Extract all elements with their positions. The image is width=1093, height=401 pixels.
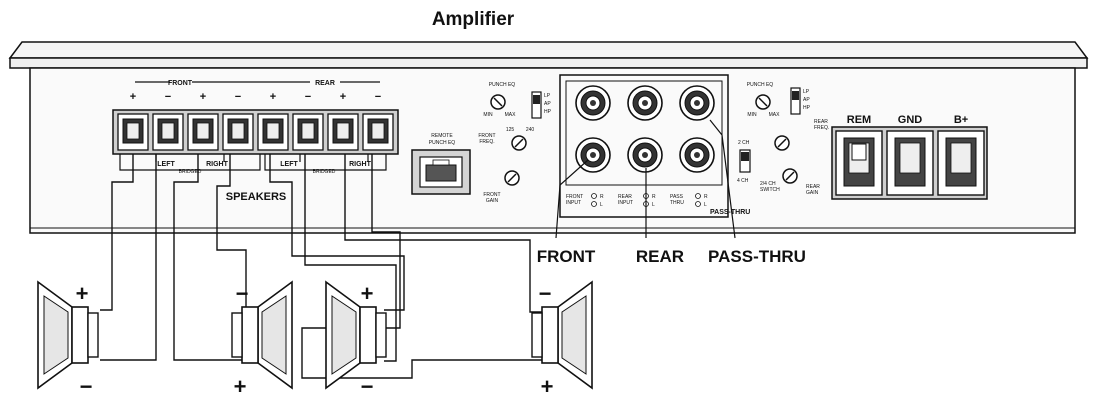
left-switch-opt-0: LP [544, 93, 551, 99]
punch-eq-right-label: PUNCH EQ [747, 82, 774, 88]
speaker-1: +− [37, 280, 99, 399]
right-switch-opt-0: LP [803, 89, 810, 95]
rear-xover-switch[interactable] [790, 87, 801, 115]
terminal-sign-2: − [165, 91, 171, 103]
right-switch-opt-2: HP [803, 105, 811, 111]
left-switch-opt-2: HP [544, 109, 552, 115]
speakers: +−−++−−+ [37, 280, 593, 399]
min-right-label: MIN [747, 112, 757, 118]
speaker-terminal-6[interactable] [292, 113, 324, 151]
rear-left-label: LEFT [280, 161, 298, 168]
speaker-wires [100, 154, 548, 379]
front-l: L [600, 202, 603, 208]
bplus-terminal[interactable] [937, 130, 985, 196]
pass-thru-caption: PASS-THRU [710, 209, 750, 216]
speaker-4-bottom-polarity: + [541, 374, 554, 399]
rem-terminal[interactable] [835, 130, 883, 196]
min-left-label: MIN [483, 112, 493, 118]
rem-label: REM [847, 114, 871, 126]
speaker-4: −+ [531, 280, 593, 399]
speaker-2: −+ [231, 280, 293, 399]
terminal-sign-6: − [305, 91, 311, 103]
rear-l: L [652, 202, 655, 208]
rear-group-label: REAR [315, 80, 335, 87]
front-left-label: LEFT [157, 161, 175, 168]
bridged-rear-label: BRIDGED [313, 169, 336, 175]
speaker-1-bottom-polarity: − [80, 374, 93, 399]
rear-right-label: RIGHT [349, 161, 372, 168]
rca-jack-1-1[interactable] [575, 85, 611, 121]
rca-jack-2-2[interactable] [627, 137, 663, 173]
front-right-label: RIGHT [206, 161, 229, 168]
right-switch-opt-1: AP [803, 97, 810, 103]
front-freq-scale-b: 240 [526, 127, 535, 133]
speaker-terminal-7[interactable] [327, 113, 359, 151]
terminal-sign-8: − [375, 91, 381, 103]
speakers-label: SPEAKERS [226, 191, 287, 203]
callout-rear: REAR [636, 247, 684, 266]
terminal-sign-1: + [130, 91, 136, 103]
rca-jack-1-3[interactable] [679, 85, 715, 121]
speaker-2-bottom-polarity: + [234, 374, 247, 399]
speaker-terminal-1[interactable] [117, 113, 149, 151]
speaker-terminal-block: FRONT REAR + − + − + − + − LEFT RIGHT LEFT RIGH… [112, 80, 399, 203]
front-r: R [600, 194, 604, 200]
rear-r: R [652, 194, 656, 200]
speaker-1-top-polarity: + [76, 281, 89, 306]
left-switch-opt-1: AP [544, 101, 551, 107]
speaker-2-top-polarity: − [236, 281, 249, 306]
speaker-3: +− [325, 280, 387, 399]
rca-jack-1-2[interactable] [627, 85, 663, 121]
terminal-sign-3: + [200, 91, 206, 103]
speaker-terminal-5[interactable] [257, 113, 289, 151]
front-xover-switch[interactable] [531, 91, 542, 119]
gnd-terminal[interactable] [886, 130, 934, 196]
front-group-label: FRONT [168, 80, 193, 87]
callout-pass-thru: PASS-THRU [708, 247, 806, 266]
front-freq-scale-a: 125 [506, 127, 515, 133]
four-ch-label: 4 CH [737, 178, 749, 184]
two-ch-label: 2 CH [738, 140, 750, 146]
remote-label-1: REMOTE [431, 133, 453, 139]
max-left-label: MAX [505, 112, 517, 118]
diagram-title: Amplifier [432, 9, 515, 30]
terminal-sign-4: − [235, 91, 241, 103]
max-right-label: MAX [769, 112, 781, 118]
remote-punch-eq-port: REMOTE PUNCH EQ [411, 133, 471, 195]
rca-jack-2-3[interactable] [679, 137, 715, 173]
speaker-3-bottom-polarity: − [361, 374, 374, 399]
speaker-4-top-polarity: − [539, 281, 552, 306]
speaker-terminal-3[interactable] [187, 113, 219, 151]
pass-l: L [704, 202, 707, 208]
rem-terminal-screw [851, 143, 867, 161]
bridged-front-label: BRIDGED [179, 169, 202, 175]
punch-eq-left-label: PUNCH EQ [489, 82, 516, 88]
speaker-terminal-8[interactable] [362, 113, 394, 151]
rca-callouts: FRONT REAR PASS-THRU [537, 119, 806, 266]
terminal-sign-7: + [340, 91, 346, 103]
callout-front: FRONT [537, 247, 596, 266]
gnd-label: GND [898, 114, 923, 126]
power-terminal-block: REM GND B+ [831, 114, 988, 200]
pass-r: R [704, 194, 708, 200]
remote-label-2: PUNCH EQ [429, 140, 456, 146]
speaker-3-top-polarity: + [361, 281, 374, 306]
terminal-sign-5: + [270, 91, 276, 103]
bplus-label: B+ [954, 114, 968, 126]
speaker-terminal-4[interactable] [222, 113, 254, 151]
speaker-terminal-2[interactable] [152, 113, 184, 151]
